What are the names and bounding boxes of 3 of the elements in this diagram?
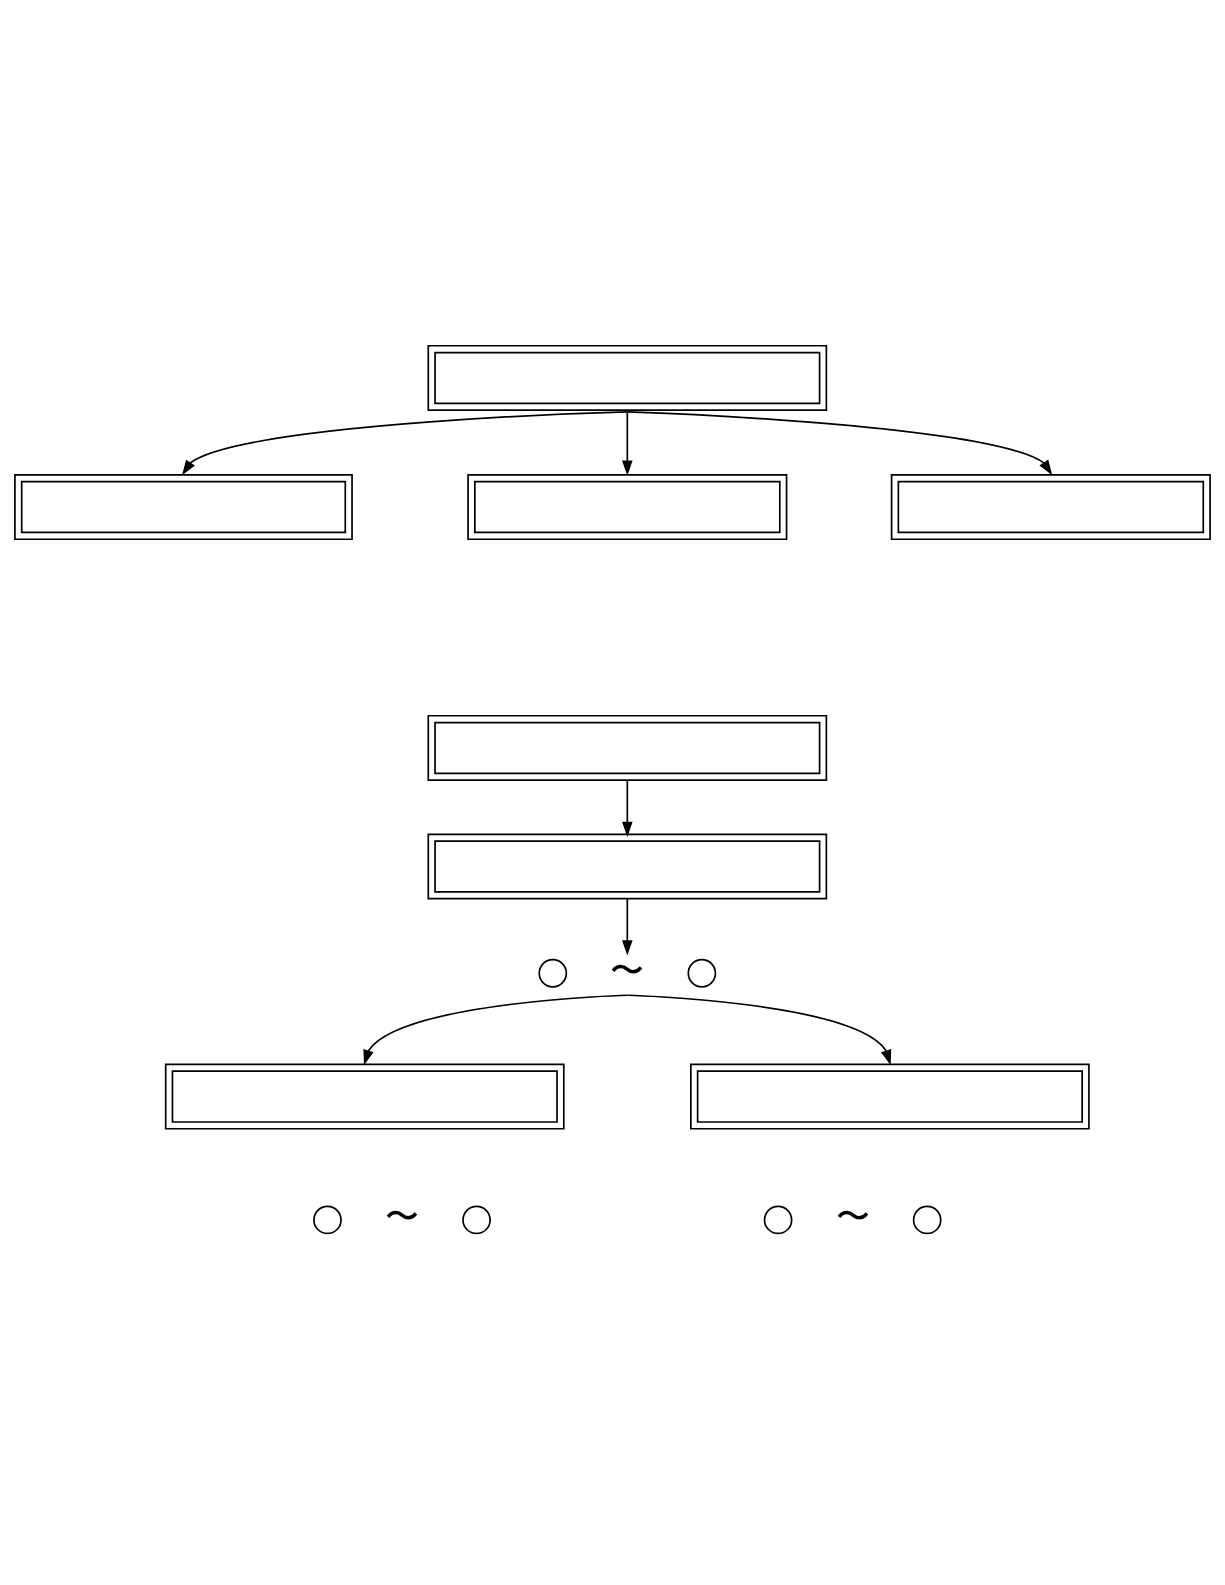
label: 〜 [385,1196,420,1236]
node-text: 〜 [610,950,645,990]
label: 〜 [835,1196,870,1236]
